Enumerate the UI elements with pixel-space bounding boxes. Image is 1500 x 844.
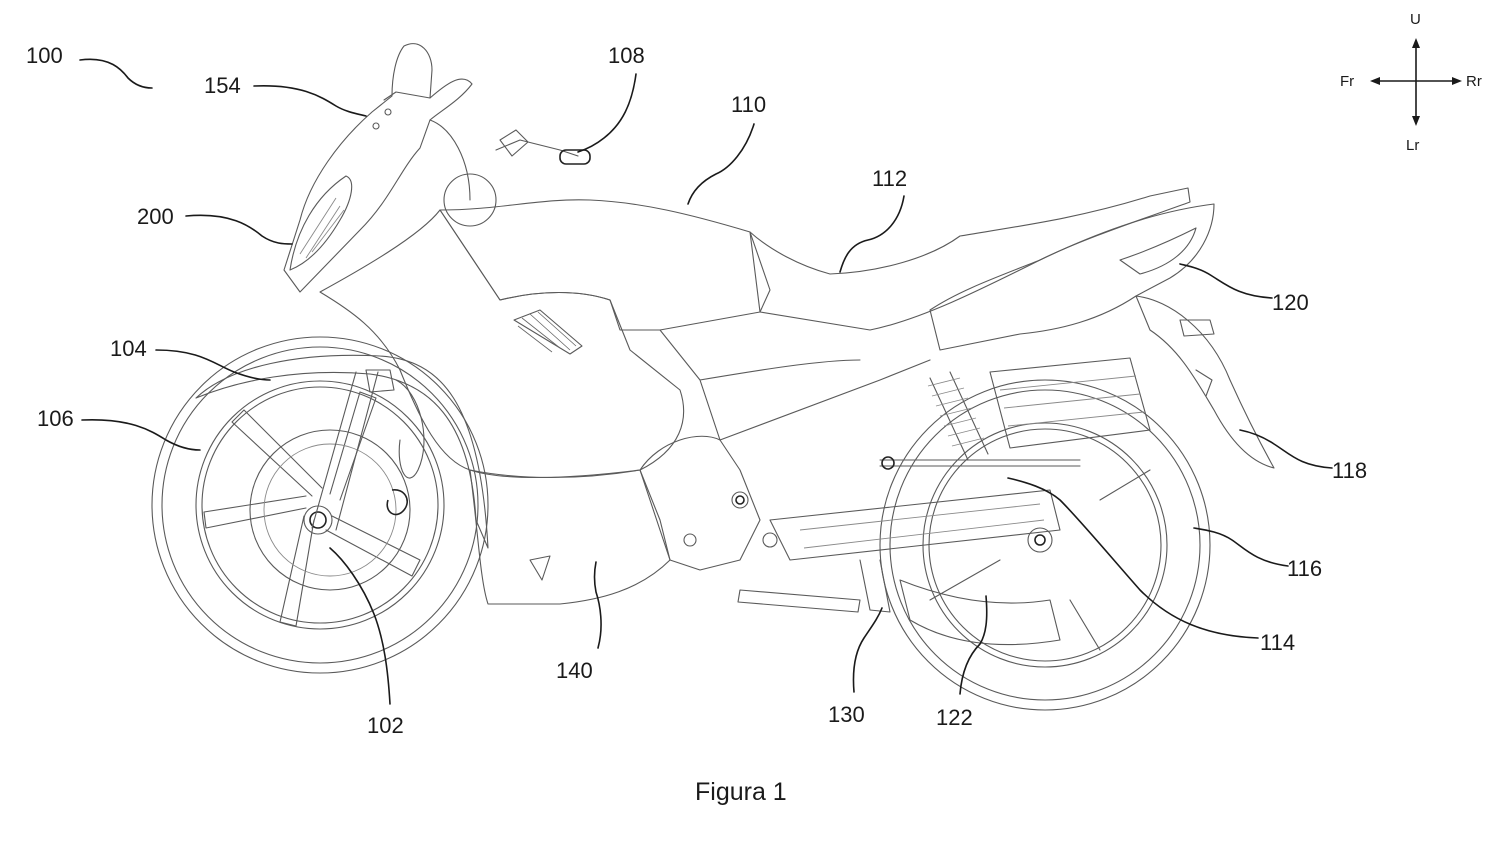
frame [660, 330, 930, 440]
motorcycle-drawing [152, 44, 1274, 710]
label-108: 108 [608, 43, 645, 68]
leader-lines [80, 59, 1332, 704]
rear-shock [928, 372, 988, 460]
label-100: 100 [26, 43, 63, 68]
swing-arm [770, 490, 1060, 560]
label-200: 200 [137, 204, 174, 229]
direction-down: Lr [1406, 137, 1419, 154]
chain-cover [900, 580, 1060, 645]
fuel-tank [440, 200, 770, 330]
side-fairing [320, 210, 684, 478]
side-stand [738, 533, 890, 612]
direction-front: Fr [1340, 73, 1354, 90]
label-120: 120 [1272, 290, 1309, 315]
front-fork [312, 370, 424, 530]
label-114: 114 [1260, 630, 1295, 655]
direction-rear: Rr [1466, 73, 1482, 90]
label-104: 104 [110, 336, 147, 361]
label-112: 112 [872, 166, 907, 191]
rear-fender [1136, 296, 1274, 468]
luggage-rack [990, 358, 1150, 448]
label-122: 122 [936, 705, 973, 730]
label-130: 130 [828, 702, 865, 727]
front-wheel [152, 337, 488, 673]
label-116: 116 [1287, 556, 1322, 581]
direction-up: U [1410, 11, 1421, 28]
label-110: 110 [731, 92, 766, 117]
foot-levers [880, 457, 1080, 469]
front-cowl [284, 44, 472, 292]
fairing-vent [514, 310, 582, 354]
label-118: 118 [1332, 458, 1367, 483]
rear-indicator [1180, 320, 1214, 396]
engine [640, 436, 760, 570]
label-106: 106 [37, 406, 74, 431]
reference-numerals: 100 154 108 110 112 200 120 104 106 118 … [26, 43, 1367, 738]
direction-indicator: U Lr Fr Rr [1340, 11, 1482, 154]
label-140: 140 [556, 658, 593, 683]
label-154: 154 [204, 73, 241, 98]
under-cowl [470, 470, 670, 604]
tail-cowl [930, 204, 1214, 350]
figure-caption: Figura 1 [695, 778, 787, 806]
label-102: 102 [367, 713, 404, 738]
